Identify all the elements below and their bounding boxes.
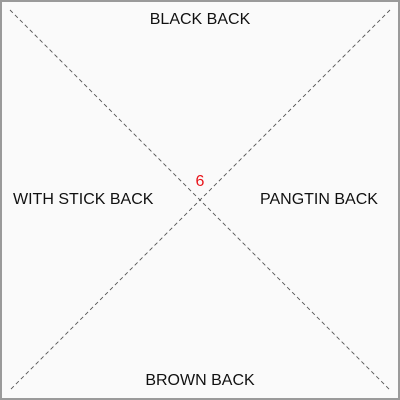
diagonal-top-right-to-bottom-left <box>9 9 391 391</box>
center-number: 6 <box>195 173 205 190</box>
label-bottom: BROWN BACK <box>145 372 255 389</box>
label-right: PANGTIN BACK <box>260 191 378 208</box>
label-left: WITH STICK BACK <box>13 191 154 208</box>
label-top: BLACK BACK <box>149 11 251 28</box>
